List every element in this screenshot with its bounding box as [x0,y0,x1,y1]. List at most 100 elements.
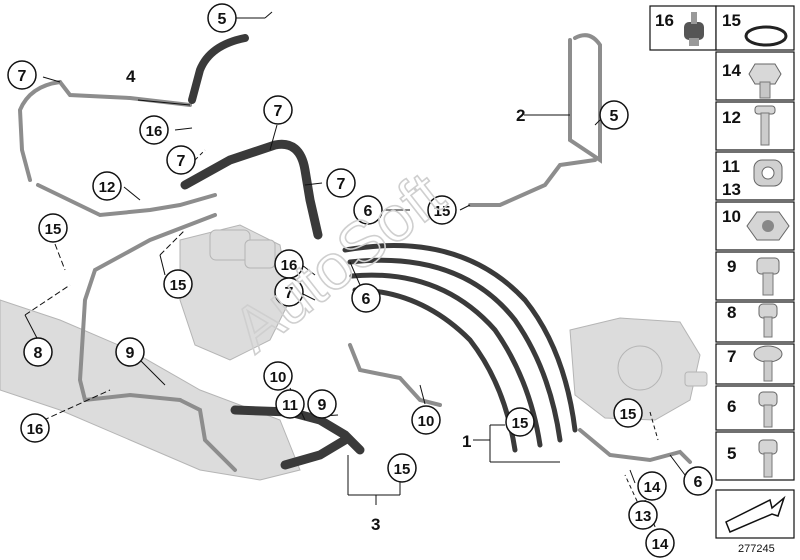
svg-text:15: 15 [512,415,529,432]
legend-number-15: 15 [722,11,741,30]
hose-7 [180,139,323,240]
callout-10a: 10 [263,361,293,391]
svg-text:10: 10 [270,369,287,386]
svg-text:7: 7 [177,153,186,170]
svg-text:15: 15 [45,221,62,238]
bolt-12-icon [754,105,776,146]
svg-text:9: 9 [126,345,135,362]
hose-5 [188,34,249,104]
callout-7b: 7 [166,145,196,175]
svg-text:6: 6 [364,203,373,220]
svg-text:5: 5 [218,11,227,28]
svg-text:14: 14 [644,479,661,496]
rubber-mount-icon [684,12,704,46]
socket-bolt-5-icon [758,439,778,478]
clamp-icon [753,159,783,187]
callout-16c: 16 [20,413,50,443]
svg-text:11: 11 [282,397,298,414]
svg-text:8: 8 [34,345,43,362]
o-ring-icon [744,25,788,47]
callout-8: 8 [23,337,53,367]
svg-text:15: 15 [434,203,451,220]
legend-panel: 16 15 14 12 11 13 10 9 8 7 6 5 [649,5,795,539]
callout-14b: 14 [645,528,675,558]
legend-cell-16 [649,5,717,51]
hose-1 [342,243,578,453]
socket-bolt-8-icon [758,303,778,338]
callout-14a: 14 [637,471,667,501]
pipe-left-return [77,213,237,472]
callout-15f: 15 [387,453,417,483]
callout-10b: 10 [411,405,441,435]
pipe-4 [17,80,217,218]
legend-number-13: 13 [722,180,741,199]
svg-text:16: 16 [27,421,44,438]
callout-7e: 7 [274,277,304,307]
callout-15e: 15 [613,398,643,428]
svg-text:16: 16 [146,123,163,140]
label-3: 3 [371,515,380,534]
svg-text:7: 7 [337,176,346,193]
callout-7c: 7 [263,95,293,125]
legend-number-6: 6 [727,397,736,416]
leader-lines [24,11,686,541]
legend-cell-5 [715,431,795,481]
svg-text:14: 14 [652,536,669,553]
pipe-right-lower [348,343,692,464]
hex-bolt-icon [748,63,782,99]
hex-nut-icon [746,211,790,241]
socket-bolt-6-icon [758,391,778,428]
svg-text:16: 16 [281,257,298,274]
svg-text:15: 15 [170,277,187,294]
callout-11: 11 [275,389,305,419]
torx-bolt-icon [753,345,783,382]
svg-text:15: 15 [394,461,411,478]
legend-number-5: 5 [727,444,736,463]
legend-number-8: 8 [727,303,736,322]
legend-number-7: 7 [727,347,736,366]
callout-6b: 6 [351,283,381,313]
label-4: 4 [126,67,136,86]
pipe-2 [468,33,602,207]
callout-9a: 9 [115,337,145,367]
svg-text:6: 6 [362,291,371,308]
socket-bolt-9-icon [756,257,780,296]
legend-number-16: 16 [655,11,674,30]
callout-16b: 16 [274,249,304,279]
diagram-id: 277245 [738,543,775,555]
svg-text:7: 7 [274,103,283,120]
svg-text:15: 15 [620,406,637,423]
callout-5a: 5 [207,3,237,33]
hose-3 [230,405,365,470]
svg-text:10: 10 [418,413,435,430]
svg-text:6: 6 [694,474,703,491]
label-1: 1 [462,432,471,451]
legend-cell-6 [715,385,795,431]
legend-number-9: 9 [727,257,736,276]
direction-arrow-icon [725,495,786,533]
callout-6c: 6 [683,466,713,496]
legend-cell-8 [715,301,795,343]
callout-15d: 15 [505,407,535,437]
callout-6a: 6 [353,195,383,225]
svg-text:12: 12 [99,179,116,196]
callout-9b: 9 [307,389,337,419]
legend-number-14: 14 [722,61,741,80]
legend-cell-12 [715,101,795,151]
svg-text:5: 5 [610,108,619,125]
callout-15b: 15 [163,269,193,299]
callout-7a: 7 [7,60,37,90]
legend-number-10: 10 [722,207,741,226]
callout-15a: 15 [38,213,68,243]
svg-text:7: 7 [18,68,27,85]
power-steering-pump [569,317,708,421]
legend-number-11: 11 [722,157,740,176]
svg-text:13: 13 [635,508,652,525]
callout-15c: 15 [427,195,457,225]
callout-16a: 16 [139,115,169,145]
callout-7d: 7 [326,168,356,198]
callout-5b: 5 [599,100,629,130]
callout-13: 13 [628,500,658,530]
steering-gear-body [0,224,301,481]
